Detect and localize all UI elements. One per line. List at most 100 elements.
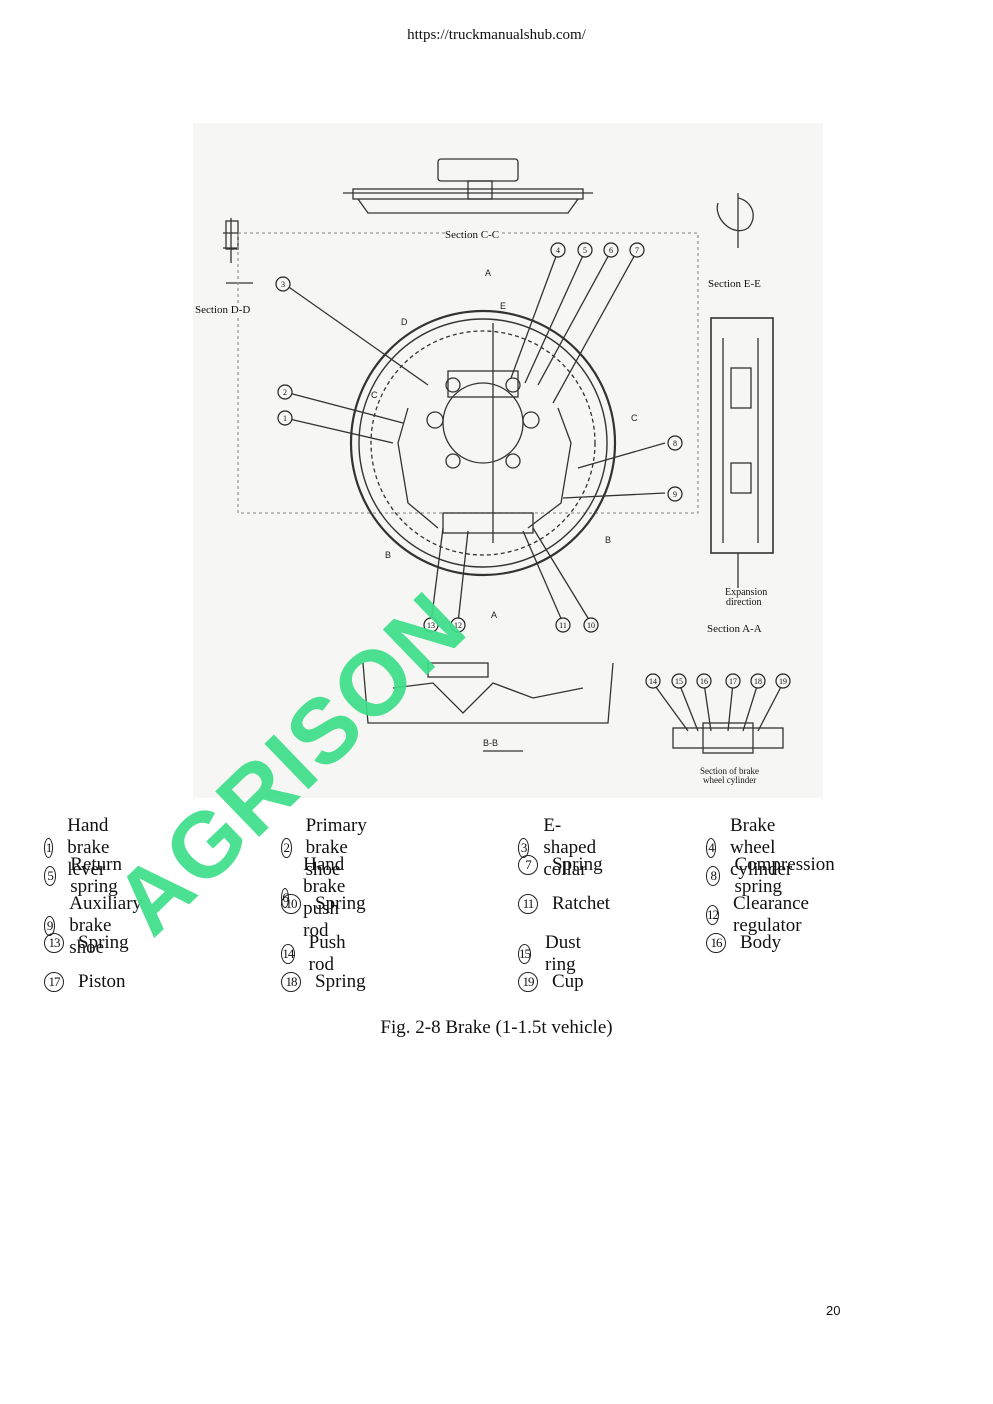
legend-number: 15	[518, 944, 531, 964]
callout-3	[275, 276, 291, 292]
legend-text: Spring	[315, 971, 366, 992]
legend-text: Return spring	[70, 854, 122, 897]
callout-text: 1	[283, 414, 287, 423]
callout-13	[423, 617, 439, 633]
callout-text: 7	[635, 246, 639, 255]
legend-number: 11	[518, 894, 538, 914]
legend-item: 7 Spring	[518, 854, 603, 876]
mark-b-left: B	[385, 550, 391, 560]
legend-number: 14	[281, 944, 295, 964]
callout-text: 13	[427, 621, 435, 630]
callout-text: 19	[779, 677, 787, 686]
legend-text: Primary brake shoe	[305, 815, 367, 880]
legend-number: 2	[281, 838, 292, 858]
callout-text: 11	[559, 621, 567, 630]
legend-text: Piston	[78, 971, 126, 992]
mark-c-right: C	[631, 413, 638, 423]
figure-caption: Fig. 2-8 Brake (1-1.5t vehicle)	[380, 1017, 613, 1038]
legend-number: 12	[706, 905, 719, 925]
label-cylinder-1: Section of brake	[700, 766, 759, 776]
source-url[interactable]: https://truckmanualshub.com/	[407, 27, 586, 43]
legend-text: Clearance regulator	[733, 893, 809, 936]
legend-number: 13	[44, 933, 64, 953]
callout-12	[450, 617, 466, 633]
mark-d: D	[401, 317, 408, 327]
callout-2	[277, 384, 293, 400]
legend-text: Auxiliary brake shoe	[69, 893, 143, 958]
callout-9	[667, 486, 683, 502]
mark-e: E	[500, 301, 506, 311]
legend-number: 10	[281, 894, 301, 914]
callout-15	[671, 673, 687, 689]
legend-item: 17 Piston	[44, 971, 126, 993]
legend-text: Ratchet	[552, 893, 611, 914]
callout-text: 17	[729, 677, 737, 686]
callout-14	[645, 673, 661, 689]
legend-text: E-shaped collar	[543, 815, 597, 880]
callout-10	[583, 617, 599, 633]
outline-box	[237, 232, 699, 514]
label-section-aa: Section A-A	[707, 623, 762, 635]
legend-text: Body	[740, 932, 782, 953]
legend-text: Hand brake push rod	[303, 854, 346, 941]
legend-number: 18	[281, 972, 301, 992]
callout-1	[277, 410, 293, 426]
legend-item: 12 Clearance regulator	[706, 893, 816, 937]
legend-number: 5	[44, 866, 57, 886]
legend-number: 4	[706, 838, 716, 858]
callout-18	[750, 673, 766, 689]
legend-text: Push rod	[308, 932, 346, 975]
callout-19	[775, 673, 791, 689]
legend-text: Spring	[78, 932, 129, 953]
section-cc-top-block	[437, 158, 519, 182]
callout-7	[629, 242, 645, 258]
legend-number: 17	[44, 972, 64, 992]
legend-text: Cup	[552, 971, 584, 992]
legend-item: 4 Brake wheel cylinder	[706, 815, 802, 881]
legend-text: Brake wheel cylinder	[730, 815, 793, 880]
callout-text: 16	[700, 677, 708, 686]
section-ee-part	[716, 197, 754, 232]
adjuster	[442, 512, 534, 534]
legend-text: Spring	[552, 854, 603, 875]
legend-text: Dust ring	[545, 932, 581, 975]
legend-number: 8	[706, 866, 721, 886]
label-section-cc: Section C-C	[445, 229, 500, 241]
label-cylinder-2: wheel cylinder	[703, 775, 757, 785]
callout-8	[667, 435, 683, 451]
legend-item: 13 Spring	[44, 932, 129, 954]
legend-number: 7	[518, 855, 538, 875]
callout-text: 10	[587, 621, 595, 630]
primary-shoe	[397, 407, 439, 529]
legend-item: 2 Primary brake shoe	[281, 815, 376, 881]
callout-text: 6	[609, 246, 613, 255]
section-aa-part	[710, 317, 774, 554]
callout-text: 5	[583, 246, 587, 255]
brake-diagram: 3 2 1 4 5 6 7 8 9 13 12 11 10 14 15 16 1…	[193, 123, 823, 798]
mark-b-right: B	[605, 535, 611, 545]
callout-text: 3	[281, 280, 285, 289]
callout-4	[550, 242, 566, 258]
mark-a-top: A	[485, 268, 491, 278]
callout-text: 12	[454, 621, 462, 630]
callout-text: 18	[754, 677, 762, 686]
mark-bb: B-B	[483, 738, 498, 748]
callout-text: 4	[556, 246, 560, 255]
legend-item: 5 Return spring	[44, 854, 130, 898]
callout-6	[603, 242, 619, 258]
section-cc-center	[467, 180, 493, 200]
legend-item: 15 Dust ring	[518, 932, 588, 976]
auxiliary-shoe	[527, 407, 572, 529]
legend-item: 18 Spring	[281, 971, 366, 993]
label-expansion-2: direction	[726, 597, 762, 608]
label-section-ee: Section E-E	[708, 278, 761, 290]
callout-17	[725, 673, 741, 689]
legend-item: 11 Ratchet	[518, 893, 610, 915]
callout-text: 8	[673, 439, 677, 448]
callout-text: 15	[675, 677, 683, 686]
callout-11	[555, 617, 571, 633]
